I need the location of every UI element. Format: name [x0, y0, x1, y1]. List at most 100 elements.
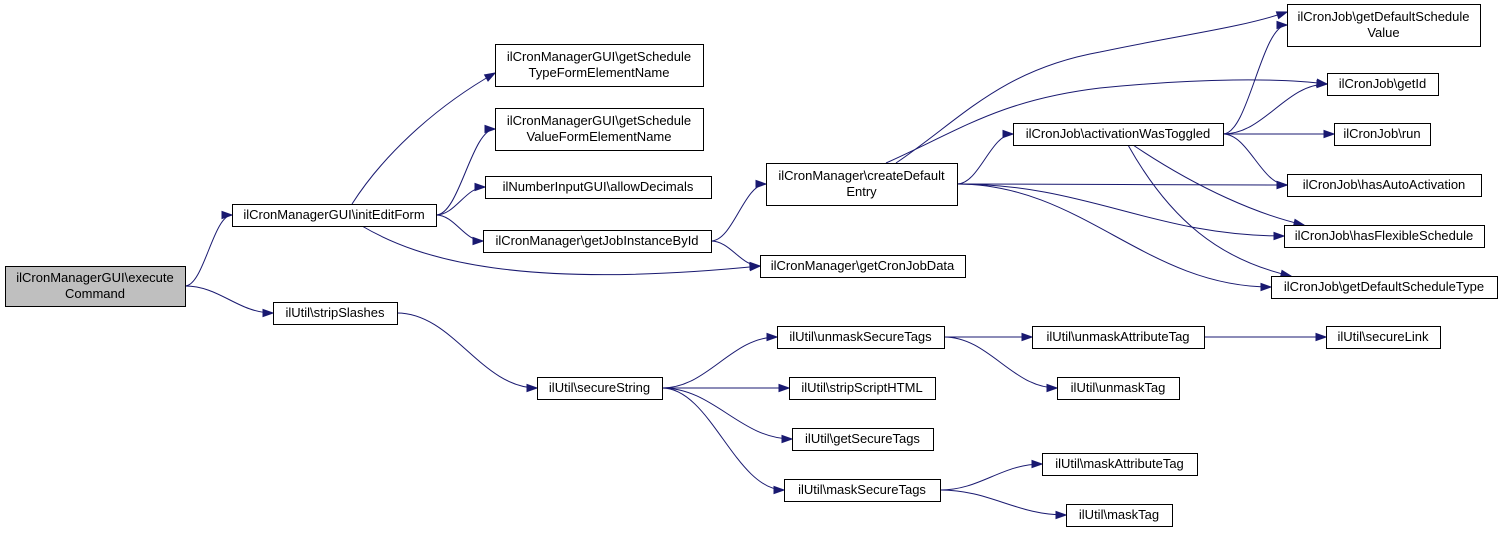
function-node-box — [495, 44, 704, 87]
call-edge-arrowhead — [1046, 383, 1059, 393]
function-node-label: ilUtil\maskSecureTags — [798, 482, 926, 497]
function-node-label: ilUtil\stripScriptHTML — [801, 380, 922, 395]
function-node-gstfen[interactable]: ilCronManagerGUI\getScheduleTypeFormElem… — [495, 44, 704, 87]
function-node-label: ilCronManager\createDefault — [778, 168, 945, 183]
function-node-label: ilCronManagerGUI\initEditForm — [243, 207, 424, 222]
function-node-unmtag[interactable]: ilUtil\unmaskTag — [1057, 377, 1180, 400]
call-edge-line — [1222, 133, 1288, 186]
call-edge-awt-to-gdst — [1127, 144, 1293, 278]
function-node-haa[interactable]: ilCronJob\hasAutoActivation — [1287, 174, 1482, 197]
call-edge-unmat-to-seclink — [1203, 332, 1328, 342]
call-edge-line — [956, 133, 1014, 185]
call-edge-arrowhead — [766, 332, 779, 342]
function-node-unmst[interactable]: ilUtil\unmaskSecureTags — [777, 326, 945, 349]
call-edge-arrowhead — [1315, 332, 1328, 342]
function-node-label: ilCronManager\getCronJobData — [771, 258, 955, 273]
call-edge-line — [939, 463, 1043, 491]
call-edge-arrowhead — [1031, 459, 1044, 469]
function-node-box — [273, 302, 398, 325]
call-edge-line — [956, 183, 1285, 237]
function-node-box — [760, 255, 966, 278]
function-node-label: ilUtil\stripSlashes — [286, 305, 385, 320]
call-edge-secstr-to-mst — [661, 387, 786, 495]
function-node-label: ValueFormElementName — [527, 129, 672, 144]
call-edge-arrowhead — [1323, 129, 1336, 139]
function-node-label: ilUtil\unmaskSecureTags — [789, 329, 932, 344]
call-edge-line — [939, 489, 1067, 516]
call-edge-arrowhead — [1260, 282, 1273, 292]
function-node-box — [495, 108, 704, 151]
call-edge-arrowhead — [1055, 510, 1068, 520]
call-edge-awt-to-gdsv — [1222, 20, 1289, 135]
function-node-seclink[interactable]: ilUtil\secureLink — [1326, 326, 1441, 349]
function-node-box — [483, 230, 712, 253]
function-node-init[interactable]: ilCronManagerGUI\initEditForm — [232, 204, 437, 227]
function-node-box — [1327, 73, 1439, 96]
function-node-gsvfen[interactable]: ilCronManagerGUI\getScheduleValueFormEle… — [495, 108, 704, 151]
call-edge-init-to-gjibi — [435, 214, 485, 246]
call-edge-line — [661, 387, 785, 491]
call-edge-line — [943, 336, 1058, 389]
function-node-getid[interactable]: ilCronJob\getId — [1327, 73, 1439, 96]
call-edge-arrowhead — [484, 124, 497, 134]
function-node-mat[interactable]: ilUtil\maskAttributeTag — [1042, 453, 1198, 476]
function-node-sshtml[interactable]: ilUtil\stripScriptHTML — [789, 377, 936, 400]
function-node-hfs[interactable]: ilCronJob\hasFlexibleSchedule — [1284, 225, 1485, 248]
function-node-run[interactable]: ilCronJob\run — [1334, 123, 1431, 146]
call-edge-cde-to-awt — [956, 129, 1015, 185]
call-edge-awt-to-run — [1223, 129, 1336, 139]
call-edge-secstr-to-gst — [661, 387, 794, 444]
function-node-awt[interactable]: ilCronJob\activationWasToggled — [1013, 123, 1224, 146]
call-edge-arrowhead — [221, 210, 234, 220]
call-edge-line — [661, 387, 793, 440]
function-node-label: ilUtil\getSecureTags — [805, 431, 920, 446]
function-node-label: ilCronJob\hasAutoActivation — [1303, 177, 1466, 192]
function-node-label: ilCronJob\run — [1343, 126, 1420, 141]
call-edge-line — [1127, 144, 1292, 277]
call-edge-arrowhead — [474, 182, 487, 192]
call-edge-cde-to-gdsv — [895, 11, 1289, 164]
call-edge-arrowhead — [1316, 79, 1329, 89]
function-node-box — [1057, 377, 1180, 400]
function-node-gst[interactable]: ilUtil\getSecureTags — [792, 428, 934, 451]
call-edge-cde-to-haa — [956, 180, 1289, 190]
function-node-label: ilCronManager\getJobInstanceById — [495, 233, 698, 248]
call-edge-line — [710, 240, 761, 267]
call-edge-line — [184, 214, 233, 287]
call-edge-line — [184, 285, 274, 314]
call-edge-line — [661, 336, 778, 389]
call-edge-line — [956, 183, 1288, 186]
function-node-label: ilCronManagerGUI\getSchedule — [507, 113, 691, 128]
function-node-box — [1013, 123, 1224, 146]
call-edge-init-to-gsvfen — [435, 124, 497, 216]
call-edge-arrowhead — [778, 383, 791, 393]
function-node-gjibi[interactable]: ilCronManager\getJobInstanceById — [483, 230, 712, 253]
call-edge-line — [895, 11, 1288, 164]
function-node-label: ilCronJob\activationWasToggled — [1026, 126, 1211, 141]
function-node-box — [1287, 174, 1482, 197]
function-node-gcjd[interactable]: ilCronManager\getCronJobData — [760, 255, 966, 278]
function-node-mst[interactable]: ilUtil\maskSecureTags — [784, 479, 941, 502]
function-node-unmat[interactable]: ilUtil\unmaskAttributeTag — [1032, 326, 1205, 349]
function-node-box — [1334, 123, 1431, 146]
function-node-box — [1066, 504, 1173, 527]
call-edge-line — [710, 183, 767, 242]
call-edge-line — [885, 79, 1328, 164]
function-node-label: Command — [65, 286, 125, 301]
call-edge-init-to-allowdec — [435, 182, 487, 216]
function-node-mtag[interactable]: ilUtil\maskTag — [1066, 504, 1173, 527]
function-node-label: Value — [1367, 25, 1399, 40]
function-node-strip[interactable]: ilUtil\stripSlashes — [273, 302, 398, 325]
function-node-label: ilUtil\unmaskAttributeTag — [1046, 329, 1189, 344]
call-edges — [184, 11, 1336, 520]
function-node-gdst[interactable]: ilCronJob\getDefaultScheduleType — [1271, 276, 1498, 299]
function-node-box — [1042, 453, 1198, 476]
call-edge-line — [1132, 144, 1305, 226]
function-node-secstr[interactable]: ilUtil\secureString — [537, 377, 663, 400]
function-node-box — [5, 266, 186, 307]
function-node-allowdec[interactable]: ilNumberInputGUI\allowDecimals — [485, 176, 712, 199]
